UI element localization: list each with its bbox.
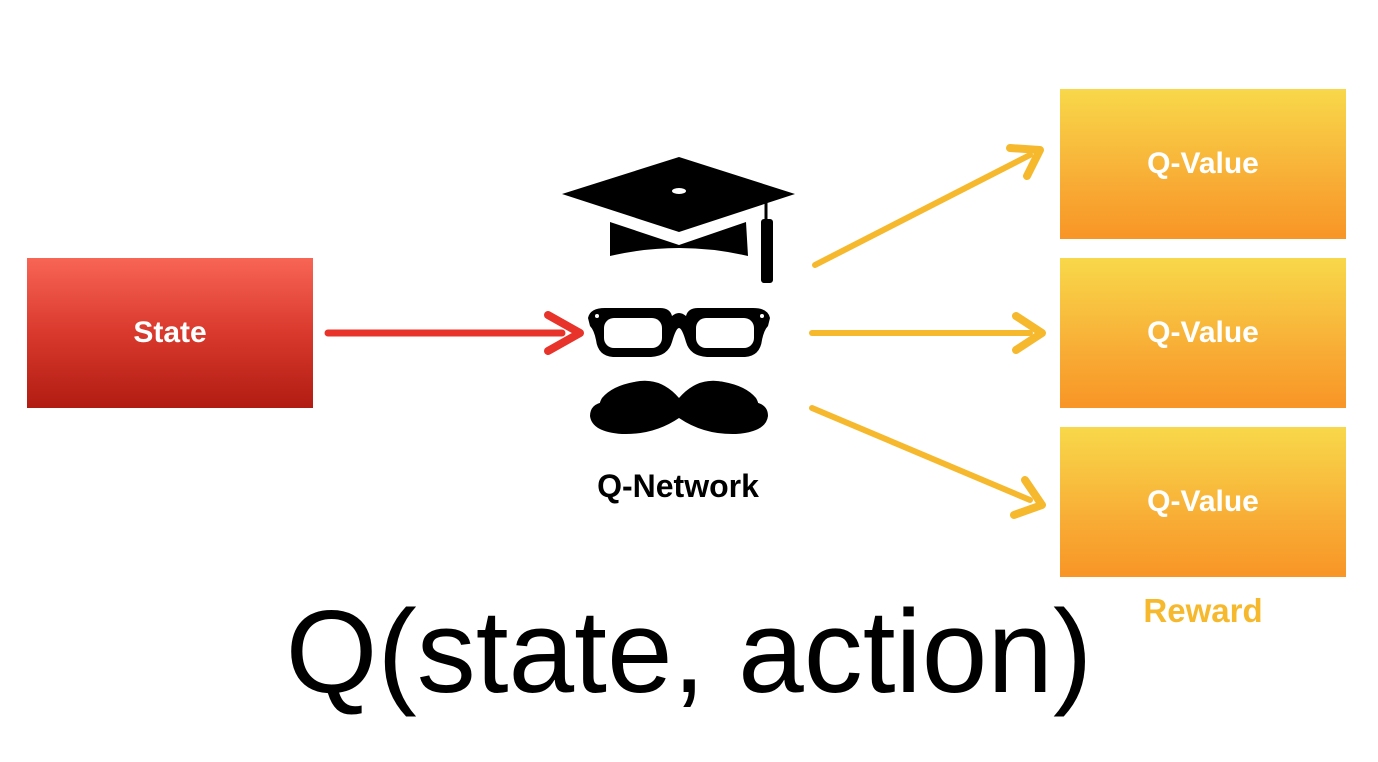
q-value-label: Q-Value — [1147, 316, 1259, 349]
q-value-label: Q-Value — [1147, 485, 1259, 518]
state-box: State — [27, 258, 313, 408]
glasses-icon — [588, 308, 770, 357]
q-value-box: Q-Value — [1060, 427, 1346, 577]
reward-label: Reward — [1143, 592, 1263, 629]
q-function-formula: Q(state, action) — [285, 586, 1093, 718]
state-label: State — [133, 316, 207, 349]
q-value-box: Q-Value — [1060, 89, 1346, 239]
network-to-qvalue-arrow-bottom — [809, 405, 1046, 519]
q-value-box: Q-Value — [1060, 258, 1346, 408]
q-network-label: Q-Network — [597, 468, 759, 504]
graduation-cap-icon — [562, 157, 795, 283]
state-to-network-arrow — [324, 311, 584, 355]
network-to-qvalue-arrow-top — [812, 144, 1044, 268]
q-value-label: Q-Value — [1147, 147, 1259, 180]
mustache-icon — [590, 380, 768, 435]
network-to-qvalue-arrow-middle — [809, 312, 1046, 354]
